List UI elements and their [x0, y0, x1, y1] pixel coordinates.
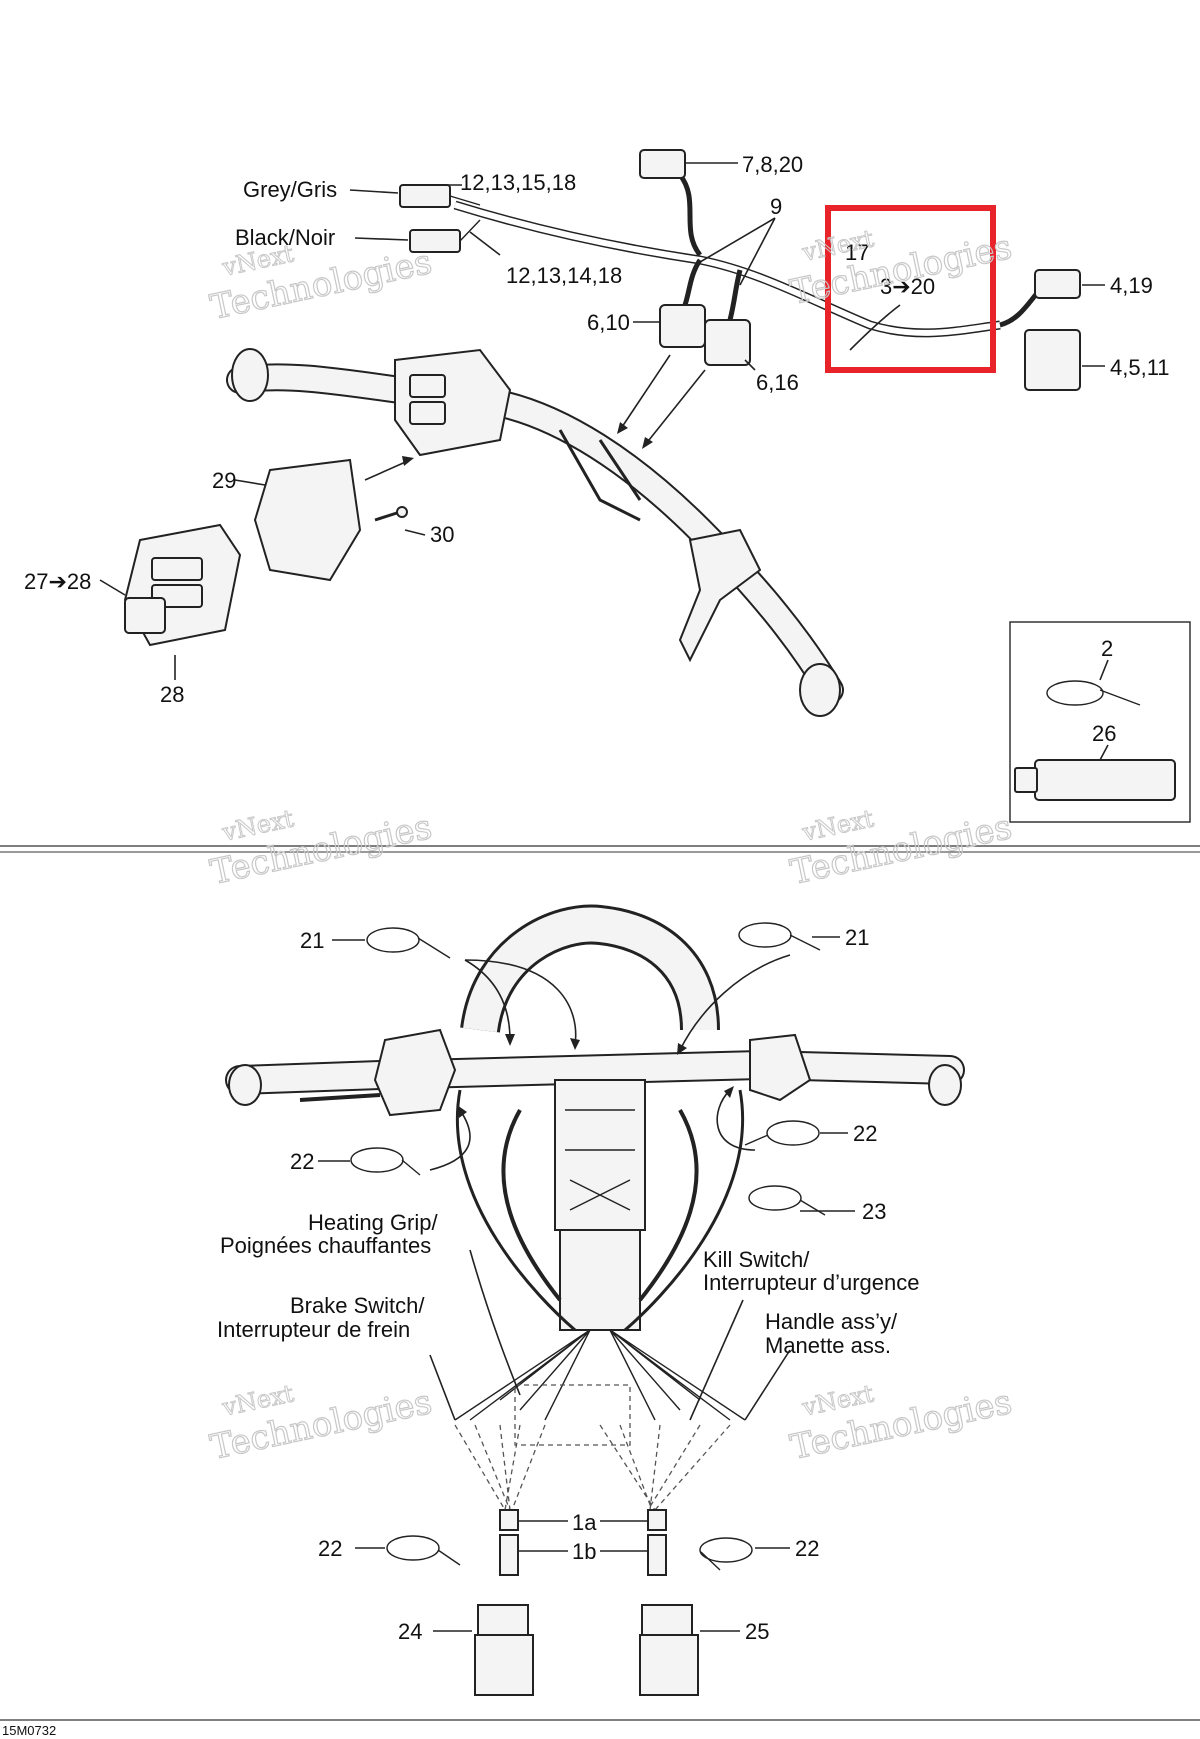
- label-27-28: 27➔28: [24, 569, 91, 594]
- connector-grey: [399, 184, 451, 208]
- connector-7-8-20: [639, 149, 686, 179]
- label-4-5-11: 4,5,11: [1110, 355, 1170, 380]
- screw-30: [396, 506, 408, 518]
- label-21-left: 21: [300, 928, 324, 953]
- figure-code: 15M0732: [2, 1723, 56, 1738]
- right-throttle-housing: [749, 1033, 812, 1102]
- label-6-10: 6,10: [587, 310, 630, 335]
- label-26: 26: [1092, 721, 1116, 746]
- label-9: 9: [770, 194, 782, 219]
- left-bar-end: [228, 1064, 262, 1106]
- label-kill-2: Interrupteur d’urgence: [703, 1270, 919, 1295]
- label-1a: 1a: [572, 1510, 597, 1535]
- label-heating-1: Heating Grip/: [308, 1210, 439, 1235]
- connector-6-10: [659, 304, 706, 348]
- housing-25-top: [641, 1604, 693, 1636]
- label-21-right: 21: [845, 925, 869, 950]
- label-6-16: 6,16: [756, 370, 799, 395]
- label-22-bottom-right: 22: [795, 1536, 819, 1561]
- steering-riser: [554, 1079, 646, 1231]
- label-1b: 1b: [572, 1539, 596, 1564]
- label-23: 23: [862, 1199, 886, 1224]
- connector-4-5-11: [1024, 329, 1081, 391]
- label-7-8-20: 7,8,20: [742, 152, 803, 177]
- left-switch-housing: [373, 1028, 457, 1117]
- terminal-1b-left: [499, 1534, 519, 1576]
- label-22-bottom-left: 22: [318, 1536, 342, 1561]
- terminal-1a-right: [647, 1509, 667, 1531]
- label-12-13-14-18: 12,13,14,18: [506, 263, 622, 288]
- upper-assembly: Grey/Gris Black/Noir 12,13,15,18 12,13,1…: [24, 149, 1191, 823]
- brake-lever: [678, 528, 762, 663]
- label-handle-1: Handle ass’y/: [765, 1309, 898, 1334]
- label-28: 28: [160, 682, 184, 707]
- right-grip-end: [799, 663, 841, 717]
- tube-26: [1034, 759, 1176, 801]
- right-bar-end: [928, 1064, 962, 1106]
- label-handle-2: Manette ass.: [765, 1333, 891, 1358]
- housing-24: [474, 1634, 534, 1696]
- label-25: 25: [745, 1619, 769, 1644]
- terminal-1a-left: [499, 1509, 519, 1531]
- housing-24-top: [477, 1604, 529, 1636]
- label-30: 30: [430, 522, 454, 547]
- connector-4-19: [1034, 269, 1081, 299]
- label-24: 24: [398, 1619, 422, 1644]
- connector-6-16: [704, 319, 751, 366]
- steering-column: [559, 1229, 641, 1331]
- label-4-19: 4,19: [1110, 273, 1153, 298]
- label-17: 17: [845, 240, 869, 265]
- label-grey: Grey/Gris: [243, 177, 337, 202]
- cable-tie-2: [1046, 680, 1104, 706]
- label-2: 2: [1101, 636, 1113, 661]
- label-12-13-15-18: 12,13,15,18: [460, 170, 576, 195]
- cable-ties: [350, 922, 826, 1571]
- label-brake-1: Brake Switch/: [290, 1293, 425, 1318]
- label-3-20: 3➔20: [880, 274, 935, 299]
- label-29: 29: [212, 468, 236, 493]
- terminal-1b-right: [647, 1534, 667, 1576]
- label-kill-1: Kill Switch/: [703, 1247, 810, 1272]
- cover-29: [253, 458, 362, 582]
- label-22-right: 22: [853, 1121, 877, 1146]
- lower-assembly: 21 21 22 22 23 Heating Grip/ Poignées ch…: [217, 904, 965, 1696]
- housing-25: [639, 1634, 699, 1696]
- label-brake-2: Interrupteur de frein: [217, 1317, 410, 1342]
- left-grip-end: [231, 348, 269, 402]
- label-22-left: 22: [290, 1149, 314, 1174]
- label-heating-2: Poignées chauffantes: [220, 1233, 431, 1258]
- label-black: Black/Noir: [235, 225, 335, 250]
- highlight-box: [825, 205, 996, 373]
